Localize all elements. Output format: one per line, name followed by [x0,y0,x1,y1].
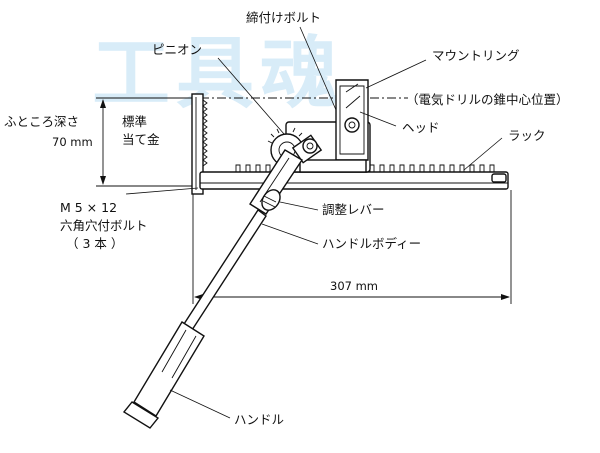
label-m5-bolt-line3: （ 3 本 ） [66,236,123,251]
label-standard-guide-1: 標準 [122,114,147,129]
standard-guide-plate [191,93,208,195]
watermark: 工具魂 [92,29,344,119]
length-dimension [192,190,512,304]
label-total-length: 307 mm [330,279,378,293]
label-adjust-lever: 調整レバー [322,202,385,217]
label-throat-depth: ふところ深さ [4,114,79,129]
leader-lines [125,26,503,419]
label-m5-bolt-line2: 六角穴付ボルト [60,218,148,233]
label-tightening-bolt: 締付けボルト [246,10,321,25]
label-rack: ラック [508,128,546,143]
handle-assembly [122,134,323,429]
label-standard-guide-2: 当て金 [122,132,160,147]
label-handle-body: ハンドルボディー [322,236,421,251]
head-assembly [285,79,371,173]
label-mount-ring: マウントリング [432,48,520,63]
label-drill-center: （電気ドリルの錐中心位置） [406,92,569,107]
throat-depth-dimension [96,97,196,187]
label-handle: ハンドル [234,412,284,427]
label-throat-value: 70 mm [52,135,93,149]
label-pinion: ピニオン [152,42,202,57]
label-m5-bolt-line1: M 5 × 12 [60,200,117,215]
label-head: ヘッド [402,120,440,135]
